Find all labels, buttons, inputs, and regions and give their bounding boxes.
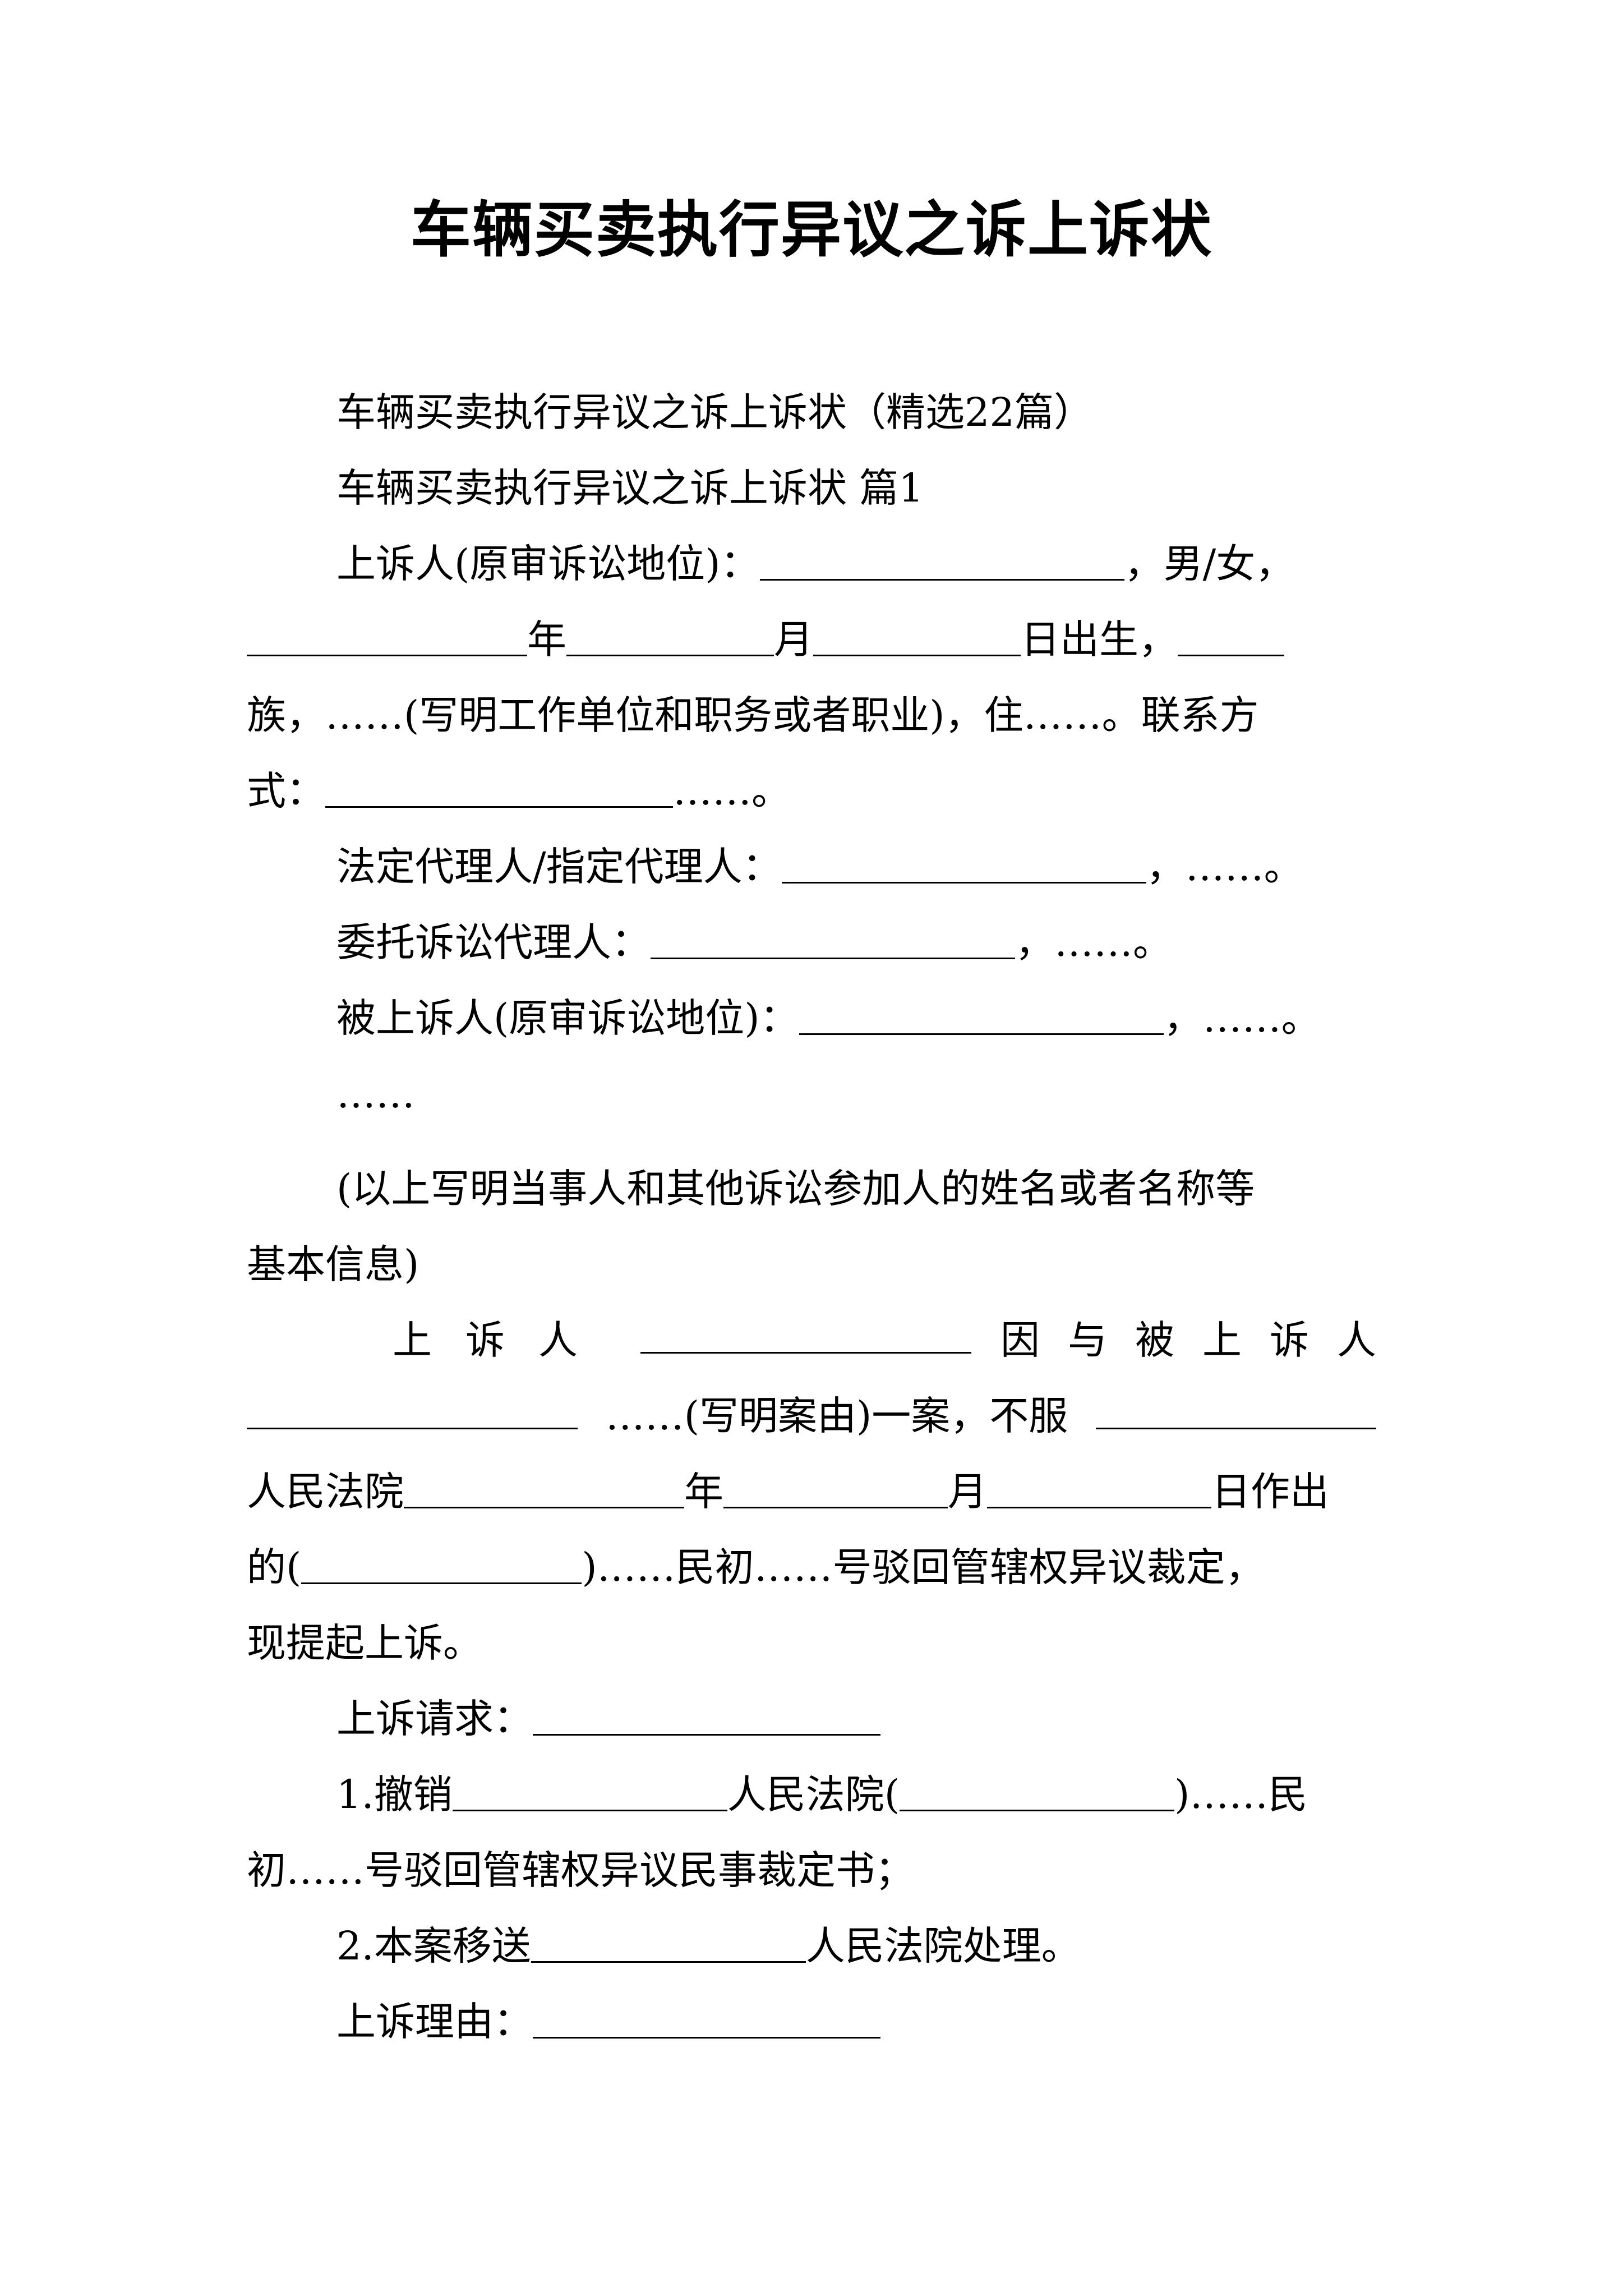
doc-line-13: 上诉人 因与被上诉人 bbox=[247, 1303, 1376, 1378]
blank-field[interactable] bbox=[301, 1543, 582, 1584]
blank-field[interactable] bbox=[781, 843, 1146, 884]
doc-line-21: 2.本案移送人民法院处理。 bbox=[336, 1922, 1081, 1969]
blank-field[interactable] bbox=[1096, 1388, 1376, 1429]
doc-line-5: 族，……(写明工作单位和职务或者职业)，住……。联系方 bbox=[247, 692, 1259, 738]
doc-line-2: 车辆买卖执行异议之诉上诉状 篇1 bbox=[336, 465, 924, 511]
document-body: 车辆买卖执行异议之诉上诉状（精选22篇） 车辆买卖执行异议之诉上诉状 篇1 上诉… bbox=[247, 375, 1376, 2060]
blank-field[interactable] bbox=[987, 1467, 1211, 1508]
doc-line-20: 初……号驳回管辖权异议民事裁定书； bbox=[247, 1847, 914, 1893]
doc-line-16: 的()……民初……号驳回管辖权异议裁定， bbox=[247, 1543, 1265, 1590]
doc-line-19: 1.撤销人民法院()……民 bbox=[336, 1770, 1308, 1818]
doc-line-10: …… bbox=[336, 1071, 415, 1117]
doc-line-15: 人民法院年月日作出 bbox=[247, 1467, 1329, 1515]
doc-line-8: 委托诉讼代理人：，……。 bbox=[336, 918, 1172, 965]
doc-line-4: 年月日出生， bbox=[247, 602, 1376, 678]
blank-field[interactable] bbox=[533, 1695, 880, 1736]
doc-line-14: ……(写明案由)一案，不服 bbox=[247, 1378, 1376, 1454]
blank-field[interactable] bbox=[531, 1922, 806, 1963]
document-title: 车辆买卖执行异议之诉上诉状 bbox=[410, 195, 1212, 265]
blank-field[interactable] bbox=[404, 1467, 684, 1508]
blank-field[interactable] bbox=[247, 1388, 578, 1429]
blank-field[interactable] bbox=[1178, 615, 1284, 656]
doc-line-6: 式：……。 bbox=[247, 767, 791, 814]
blank-field[interactable] bbox=[651, 918, 1015, 959]
doc-line-3: 上诉人(原审诉讼地位)：，男/女， bbox=[336, 540, 1295, 587]
doc-line-22: 上诉理由： bbox=[247, 1984, 1376, 2060]
blank-field[interactable] bbox=[759, 540, 1124, 581]
blank-field[interactable] bbox=[813, 615, 1021, 656]
doc-line-17: 现提起上诉。 bbox=[247, 1620, 482, 1666]
doc-line-1: 车辆买卖执行异议之诉上诉状（精选22篇） bbox=[336, 389, 1094, 435]
blank-field[interactable] bbox=[566, 615, 774, 656]
blank-field[interactable] bbox=[533, 1998, 880, 2039]
blank-field[interactable] bbox=[900, 1770, 1175, 1811]
blank-field[interactable] bbox=[723, 1467, 948, 1508]
blank-field[interactable] bbox=[247, 615, 527, 656]
blank-field[interactable] bbox=[799, 994, 1164, 1035]
doc-line-9: 被上诉人(原审诉讼地位)：，……。 bbox=[336, 994, 1321, 1041]
blank-field[interactable] bbox=[325, 767, 673, 808]
doc-line-11: (以上写明当事人和其他诉讼参加人的姓名或者名称等 bbox=[336, 1166, 1255, 1212]
doc-line-7: 法定代理人/指定代理人：，……。 bbox=[336, 843, 1303, 890]
blank-field[interactable] bbox=[640, 1313, 971, 1354]
blank-field[interactable] bbox=[452, 1770, 727, 1811]
doc-line-18: 上诉请求： bbox=[247, 1681, 1376, 1757]
doc-line-12: 基本信息) bbox=[247, 1241, 419, 1287]
